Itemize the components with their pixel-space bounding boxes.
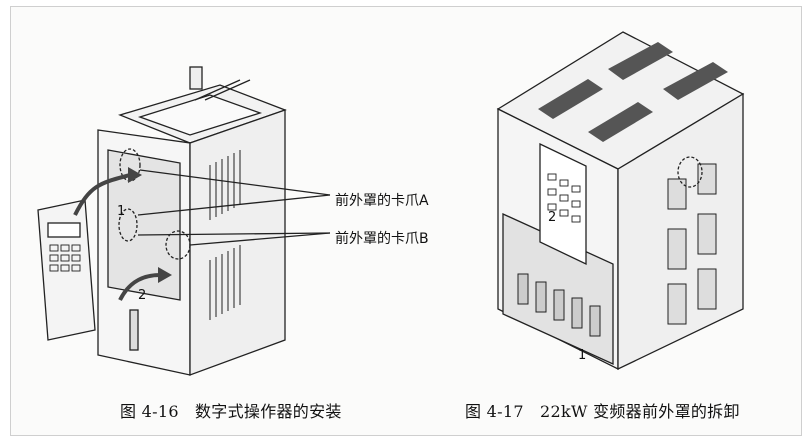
claw-a-callout: 前外罩的卡爪A: [335, 193, 429, 209]
step-1-label-left: 1: [117, 204, 126, 219]
step-2-label-left: 2: [138, 288, 147, 303]
inverter-cover-removal-drawing: [478, 14, 778, 386]
inverter-operator-install-drawing: [30, 55, 460, 385]
step-2-label-right: 2: [548, 210, 557, 225]
figure-caption-right: 图 4-17 22kW 变频器前外罩的拆卸: [465, 402, 740, 421]
step-1-label-right: 1: [578, 348, 587, 363]
claw-b-callout: 前外罩的卡爪B: [335, 231, 429, 247]
figure-caption-left: 图 4-16 数字式操作器的安装: [120, 402, 342, 421]
